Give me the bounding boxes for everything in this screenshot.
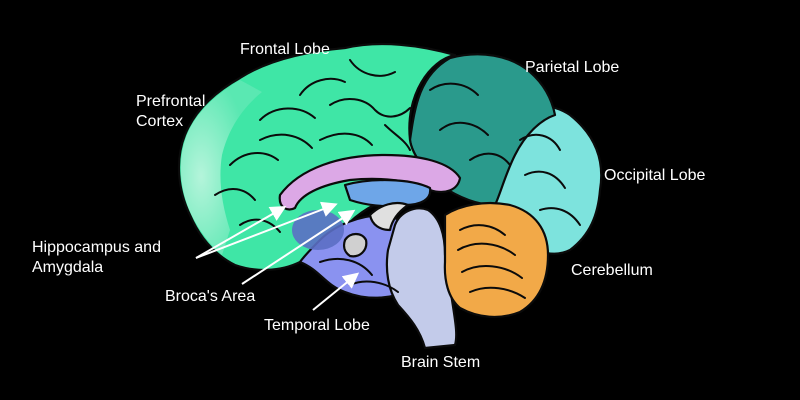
cerebellum-region [443,201,550,319]
label-temporal-lobe: Temporal Lobe [264,317,370,334]
label-hippocampus-line1: Hippocampus and [32,239,161,256]
label-hippocampus-line2: Amygdala [32,259,104,276]
arrow-hippocampus-1 [195,206,287,259]
label-hippocampus-amygdala: Hippocampus and Amygdala [32,238,161,278]
label-cerebellum: Cerebellum [571,262,653,279]
label-occipital-lobe: Occipital Lobe [604,167,706,184]
label-parietal-lobe: Parietal Lobe [525,59,620,76]
arrow-brocas-area [241,209,356,285]
arrow-hippocampus-2 [195,201,338,259]
label-prefrontal-cortex: Prefrontal Cortex [136,92,205,132]
brain-stem-region [385,207,458,350]
hippocampus-amygdala-region [292,210,344,250]
pituitary-region [342,232,368,258]
prefrontal-cortex-region [180,80,262,255]
label-frontal-lobe: Frontal Lobe [240,41,330,58]
label-brain-stem: Brain Stem [401,354,481,371]
label-prefrontal-line2: Cortex [136,113,184,130]
pons-region [368,201,410,232]
label-brocas-area: Broca's Area [165,288,256,305]
thalamus-region [343,179,432,208]
label-prefrontal-line1: Prefrontal [136,93,206,110]
arrow-temporal-lobe [312,272,360,311]
